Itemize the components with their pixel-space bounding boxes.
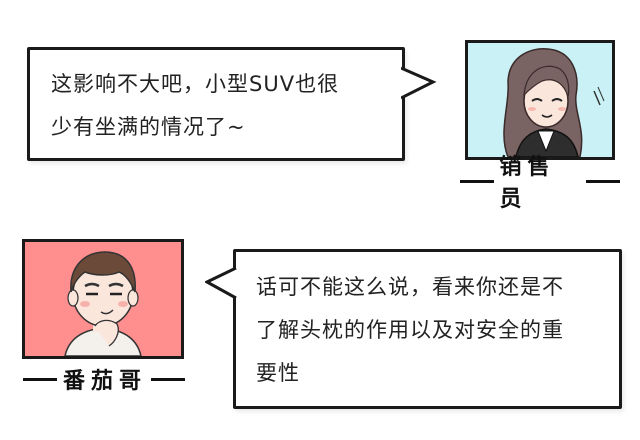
bubble-line: 话可不能这么说，看来你还是不 [256, 275, 564, 299]
bubble-line: 少有坐满的情况了~ [51, 115, 246, 139]
bubble-line: 要性 [256, 361, 300, 385]
speaker-label-tomato-ge: 番茄哥 [22, 364, 186, 394]
bubble-text-saleswoman: 这影响不大吧，小型SUV也很 少有坐满的情况了~ [51, 63, 339, 149]
speaker-label-saleswoman: 销售员 [460, 154, 620, 212]
speech-bubble-tomato-ge: 话可不能这么说，看来你还是不 了解头枕的作用以及对安全的重 要性 [233, 249, 622, 409]
speech-bubble-saleswoman: 这影响不大吧，小型SUV也很 少有坐满的情况了~ [27, 47, 405, 161]
tomato-ge-portrait [22, 239, 184, 359]
tomato-ge-avatar-icon [64, 251, 142, 356]
saleswoman-avatar-icon [503, 48, 605, 157]
speech-tail-left-icon [205, 266, 237, 300]
label-dash [460, 179, 494, 183]
speaker-name: 番茄哥 [62, 368, 147, 394]
bubble-line: 了解头枕的作用以及对安全的重 [256, 318, 564, 342]
label-dash [151, 377, 185, 381]
bubble-line: 这影响不大吧，小型SUV也很 [51, 72, 340, 96]
saleswoman-portrait [465, 40, 615, 160]
speaker-name: 销售员 [499, 154, 556, 212]
label-dash [586, 179, 620, 183]
bubble-text-tomato-ge: 话可不能这么说，看来你还是不 了解头枕的作用以及对安全的重 要性 [256, 266, 564, 395]
label-dash [22, 377, 57, 381]
speech-tail-right-icon [401, 66, 437, 100]
